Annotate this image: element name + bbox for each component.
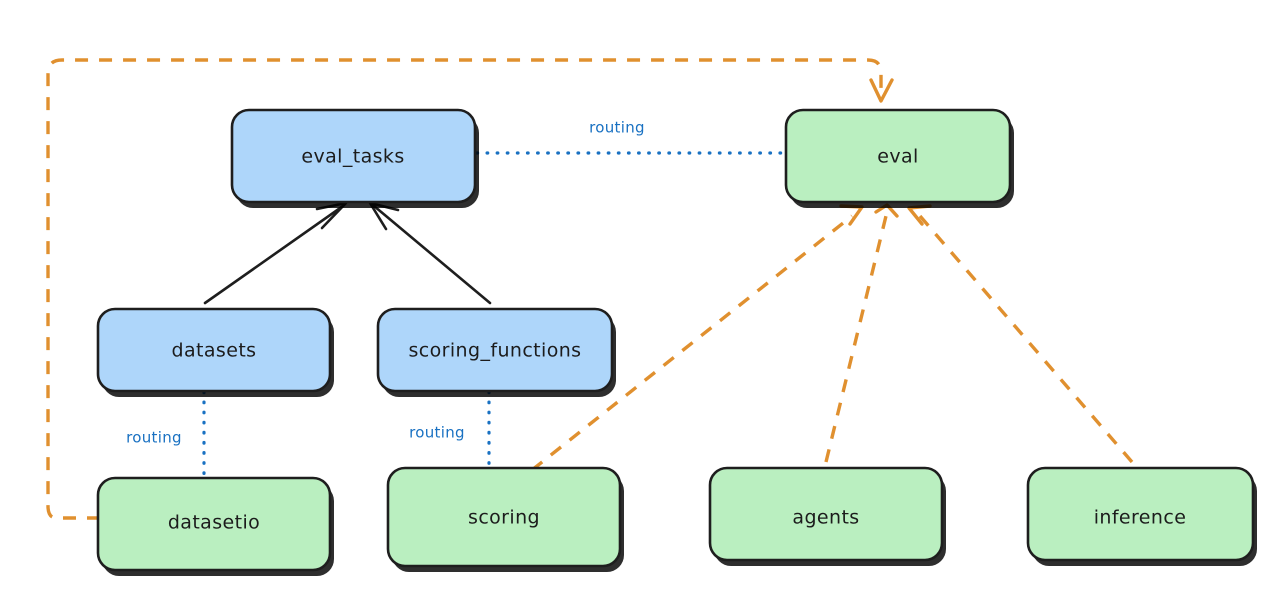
edge-agents-eval-line [824, 215, 888, 463]
edge-inference-eval-arrowhead [907, 204, 932, 226]
edge-agents-eval[interactable] [824, 203, 899, 463]
edge-datasetio-eval-arrowhead [869, 78, 894, 103]
edge-datasetio-eval[interactable] [46, 58, 894, 520]
edge-label-routing-datasets-datasetio: routing [126, 429, 182, 447]
edge-scoring-eval-arrowhead [839, 204, 864, 226]
node-inference-body [1026, 466, 1255, 562]
node-eval[interactable]: eval [784, 108, 1014, 208]
edge-layer [46, 58, 1134, 520]
edge-datasets-eval_tasks[interactable] [203, 201, 348, 305]
edge-inference-eval-line [918, 214, 1134, 464]
node-scoring[interactable]: scoring [386, 466, 624, 572]
edge-scoring-eval-line [530, 214, 854, 472]
edge-inference-eval[interactable] [907, 204, 1134, 464]
node-layer: eval_tasks eval datasets scoring_functio… [96, 108, 1257, 576]
edge-datasetio-eval-line [46, 58, 883, 520]
node-scoring_functions-body [376, 307, 614, 393]
node-datasets[interactable]: datasets [96, 307, 334, 397]
node-eval-body [784, 108, 1012, 204]
node-eval_tasks[interactable]: eval_tasks [230, 108, 479, 208]
node-agents-body [708, 466, 944, 562]
edge-label-routing-scoring_functions-scoring: routing [409, 424, 465, 442]
node-inference[interactable]: inference [1026, 466, 1257, 566]
edge-label-routing-eval_tasks-eval: routing [589, 119, 645, 137]
node-scoring_functions[interactable]: scoring_functions [376, 307, 616, 397]
node-datasetio[interactable]: datasetio [96, 476, 334, 576]
node-agents[interactable]: agents [708, 466, 946, 566]
node-eval_tasks-body [230, 108, 477, 204]
edge-scoring_functions-eval_tasks[interactable] [368, 201, 492, 305]
edge-scoring_functions-eval_tasks-line [372, 204, 492, 305]
node-scoring-body [386, 466, 622, 568]
node-datasetio-body [96, 476, 332, 572]
node-datasets-body [96, 307, 332, 393]
edge-datasets-eval_tasks-line [203, 204, 345, 305]
